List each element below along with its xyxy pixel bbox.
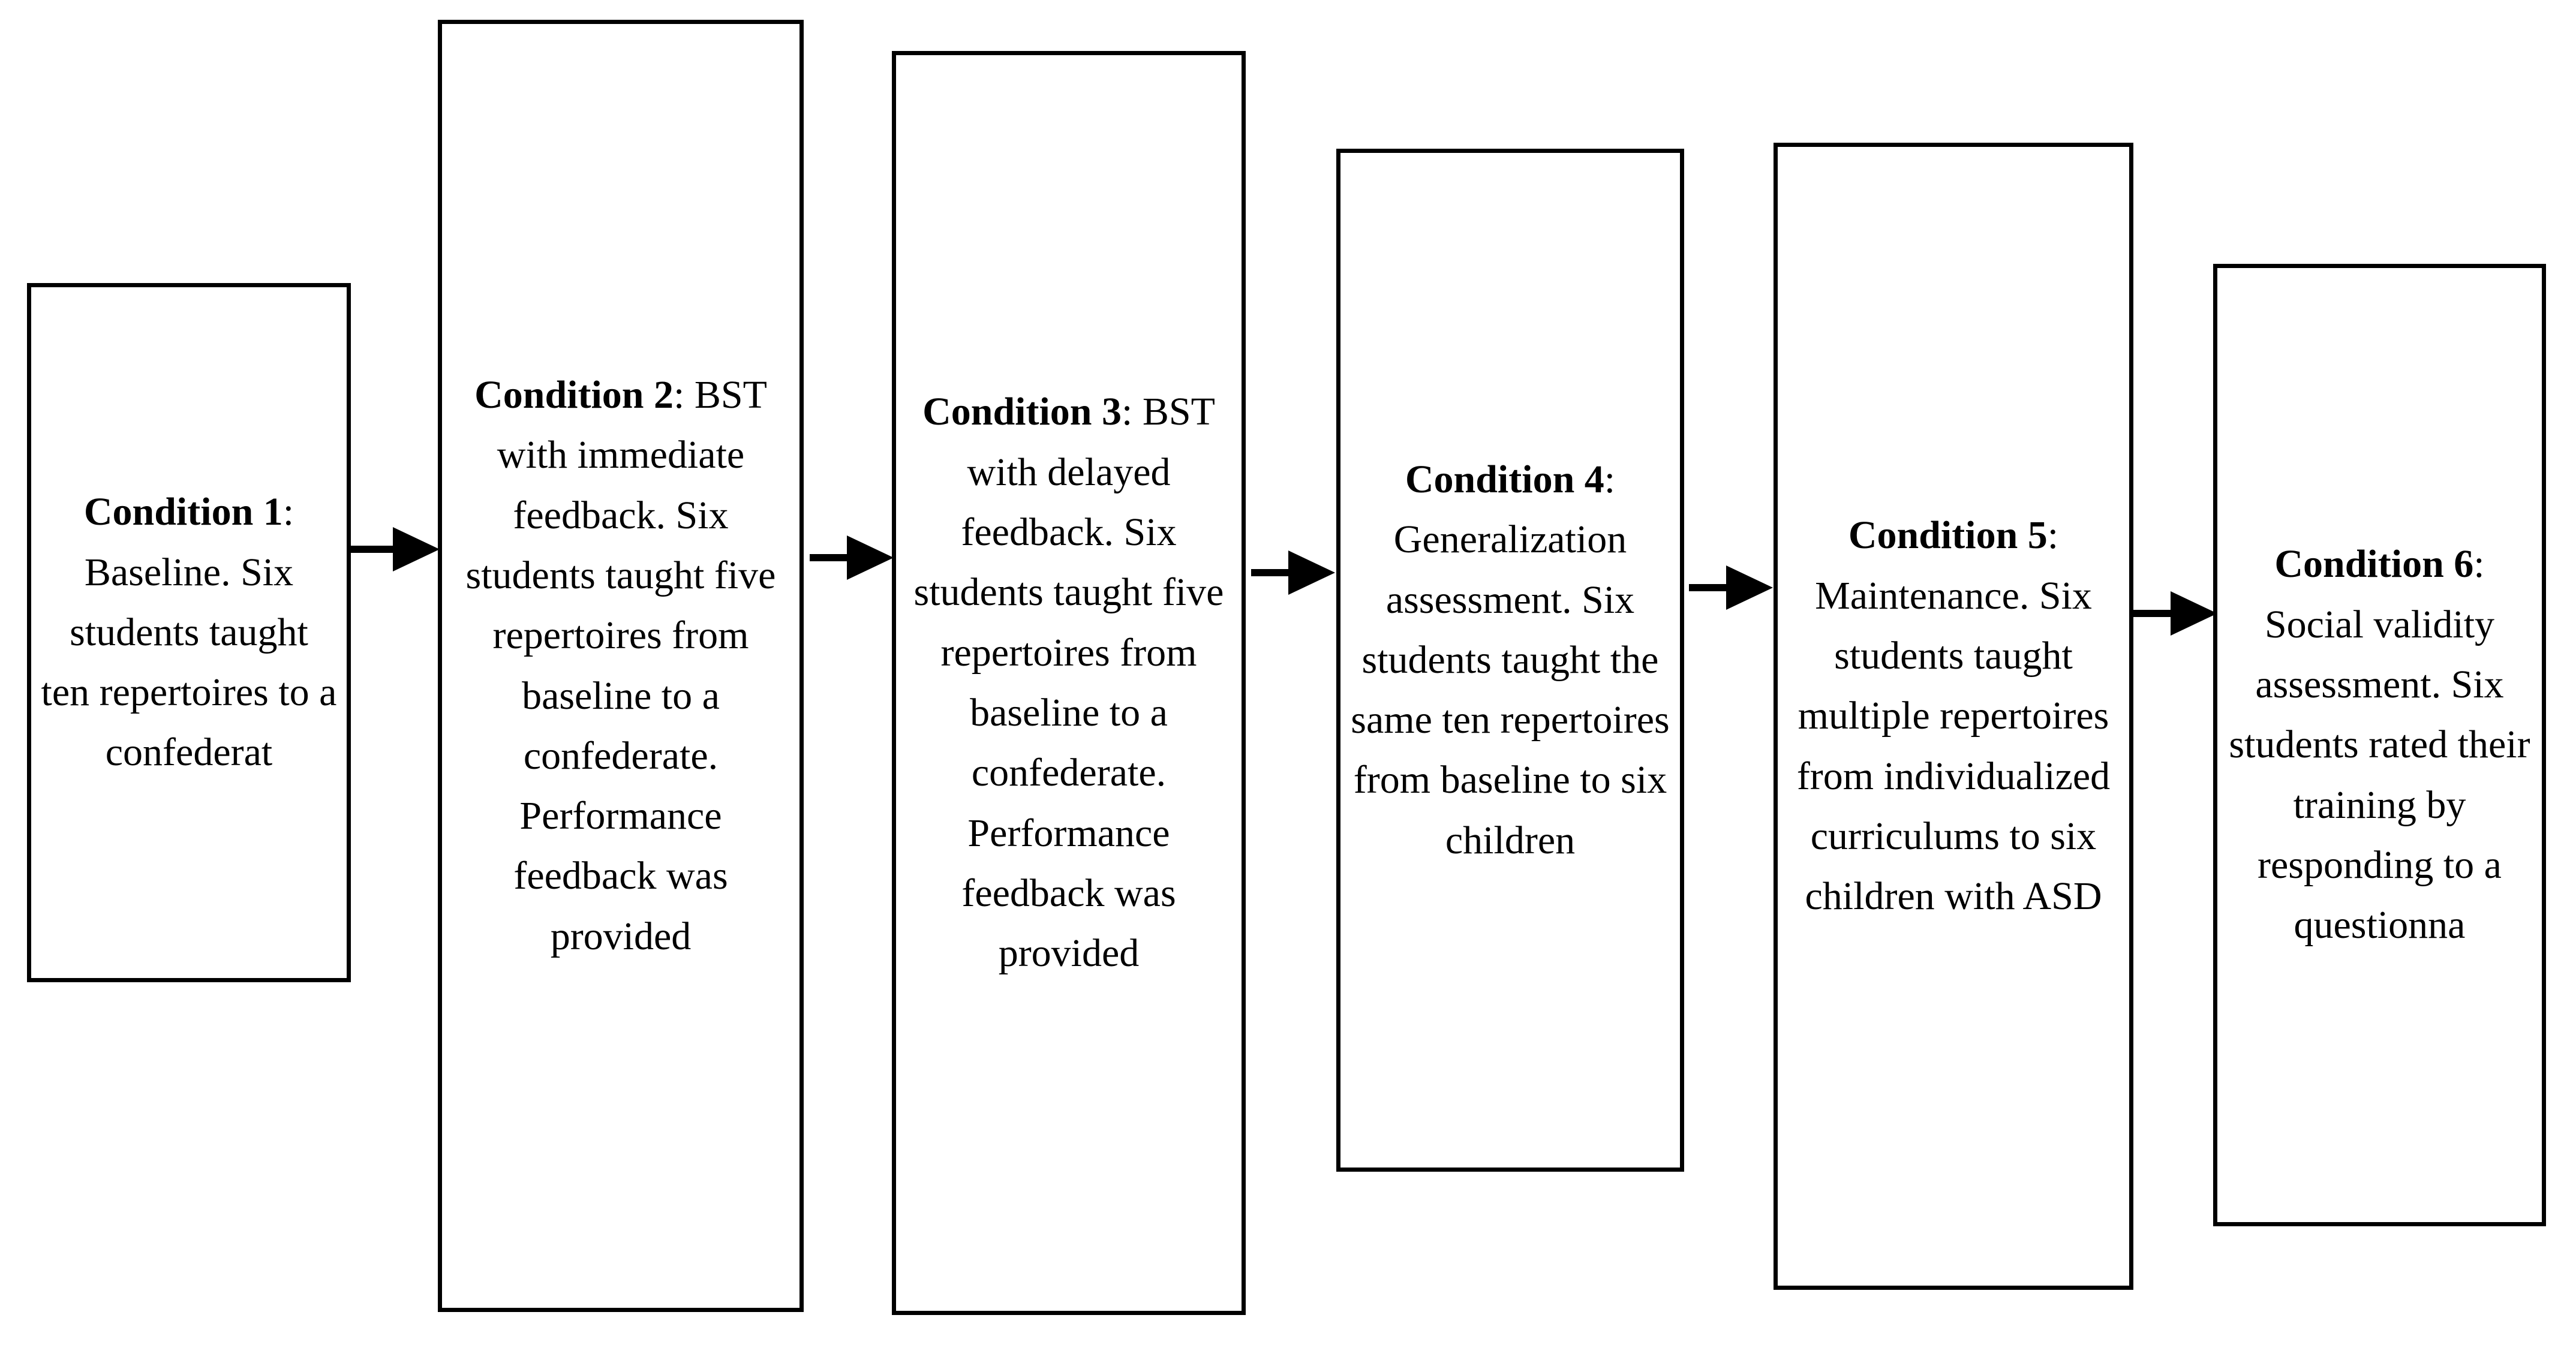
node-condition-2-label: Condition 2 (474, 372, 674, 417)
node-condition-2[interactable]: Condition 2: BST with immediate feedback… (438, 20, 804, 1312)
node-condition-2-body: : BST with immediate feedback. Six stude… (465, 372, 776, 958)
node-condition-5[interactable]: Condition 5: Maintenance. Six students t… (1774, 143, 2133, 1290)
node-condition-6-text: Condition 6: Social validity assessment.… (2227, 534, 2532, 955)
node-condition-5-label: Condition 5 (1848, 513, 2048, 558)
node-condition-1[interactable]: Condition 1: Baseline. Six students taug… (27, 283, 351, 982)
node-condition-5-body: : Maintenance. Six students taught multi… (1796, 513, 2111, 919)
node-condition-1-label: Condition 1 (83, 490, 283, 534)
arrow-5-to-6-head (2171, 591, 2217, 636)
node-condition-3-label: Condition 3 (922, 390, 1122, 434)
node-condition-4[interactable]: Condition 4: Generalization assessment. … (1336, 149, 1684, 1172)
node-condition-3-text: Condition 3: BST with delayed feedback. … (906, 382, 1232, 983)
arrow-2-to-3-head (847, 535, 894, 580)
node-condition-4-text: Condition 4: Generalization assessment. … (1350, 450, 1670, 871)
node-condition-3[interactable]: Condition 3: BST with delayed feedback. … (892, 51, 1246, 1315)
arrow-4-to-5-head (1726, 565, 1773, 610)
node-condition-6-label: Condition 6 (2274, 542, 2474, 586)
arrow-1-to-2-head (393, 527, 440, 571)
node-condition-2-text: Condition 2: BST with immediate feedback… (452, 365, 790, 967)
arrow-3-to-4-head (1288, 550, 1335, 595)
node-condition-4-body: : Generalization assessment. Six student… (1351, 457, 1670, 862)
node-condition-1-body: : Baseline. Six students taught ten repe… (41, 490, 337, 775)
node-condition-5-text: Condition 5: Maintenance. Six students t… (1787, 506, 2120, 926)
node-condition-6-body: : Social validity assessment. Six studen… (2229, 542, 2530, 947)
node-condition-4-label: Condition 4 (1405, 457, 1604, 501)
node-condition-3-body: : BST with delayed feedback. Six student… (913, 390, 1224, 976)
node-condition-1-text: Condition 1: Baseline. Six students taug… (41, 482, 337, 783)
node-condition-6[interactable]: Condition 6: Social validity assessment.… (2213, 264, 2546, 1226)
